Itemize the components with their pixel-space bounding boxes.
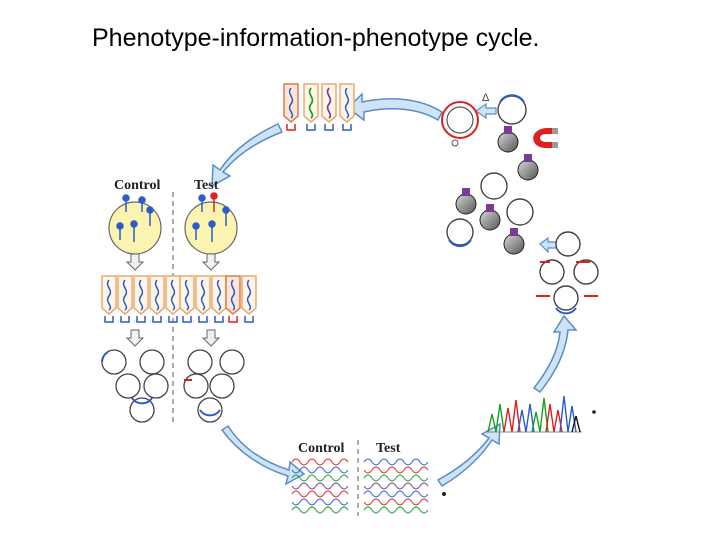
svg-text:Δ: Δ — [482, 92, 490, 104]
label-test-bottom: Test — [376, 441, 401, 456]
arrow-small-left — [474, 102, 497, 120]
tube-row-control — [101, 275, 181, 323]
arrow-left-top — [211, 123, 284, 188]
plasmids-test — [183, 349, 245, 423]
arrow-bottom-right — [436, 422, 501, 488]
down-arrows-1 — [125, 253, 221, 347]
arrow-top — [346, 92, 443, 122]
label-control-bottom: Control — [298, 441, 345, 456]
arrow-small-up — [539, 236, 557, 254]
tube-row-test — [179, 275, 257, 323]
plasmids-control — [101, 349, 169, 423]
traces-control — [291, 458, 349, 514]
cell-control — [108, 194, 162, 255]
selection-stage: Δ — [441, 92, 599, 315]
arrow-right — [532, 314, 578, 394]
label-test-top: Test — [194, 178, 219, 193]
cell-test — [184, 192, 238, 255]
chromatogram — [486, 395, 596, 433]
traces-test — [363, 458, 446, 514]
label-control-top: Control — [114, 178, 161, 193]
slide-title: Phenotype-information-phenotype cycle. — [92, 24, 540, 52]
arrow-left-bottom — [220, 424, 306, 486]
tube-row-top — [283, 83, 355, 131]
